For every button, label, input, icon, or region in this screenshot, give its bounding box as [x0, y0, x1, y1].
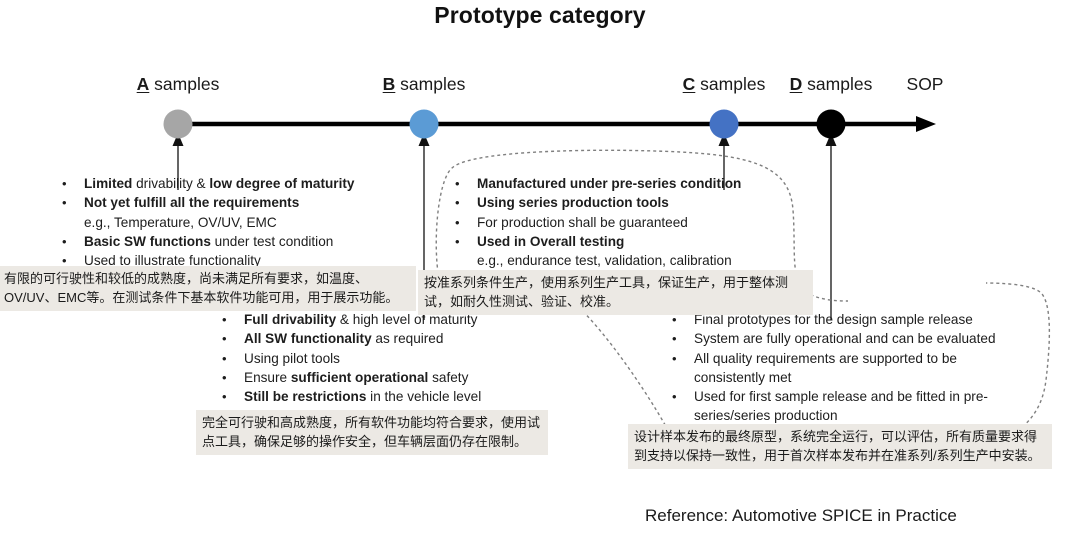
bullet-marker: •	[62, 195, 67, 211]
milestone-letter-c: C	[682, 74, 696, 94]
milestone-letter-a: A	[136, 74, 150, 94]
milestone-text-d: samples	[802, 74, 873, 94]
bullet-row: • Full drivability & high level of maturi…	[222, 310, 562, 329]
marker-d-samples	[816, 109, 846, 139]
bullet-marker: •	[222, 312, 227, 327]
bullet-row: • Using pilot tools	[222, 349, 562, 368]
bullet-marker: •	[455, 195, 460, 211]
translation-box-b-samples: 完全可行驶和高成熟度，所有软件功能均符合要求，使用试点工具，确保足够的操作安全，…	[196, 410, 548, 455]
milestone-label-d-samples: D samples	[790, 74, 873, 95]
milestone-letter-b: B	[382, 74, 396, 94]
bullet-row: • e.g., Temperature, OV/UV, EMC	[62, 213, 462, 232]
milestone-text-b: samples	[395, 74, 466, 94]
marker-c-samples	[709, 109, 739, 139]
bullet-row: • Using series production tools	[455, 193, 815, 212]
translation-box-c-samples: 按准系列条件生产，使用系列生产工具，保证生产，用于整体测试，如耐久性测试、验证、…	[418, 270, 813, 315]
milestone-letter-d: D	[789, 74, 803, 94]
bullet-row: • Final prototypes for the design sample …	[672, 310, 1042, 329]
page-title: Prototype category	[434, 2, 646, 28]
bullet-marker: •	[455, 214, 460, 230]
bullet-text: Not yet fulfill all the requirements	[84, 195, 300, 211]
bullet-marker: •	[62, 253, 67, 269]
marker-a-samples	[163, 109, 193, 139]
bullet-text: Basic SW functions under test condition	[84, 233, 334, 249]
bullet-text: Used to illustrate functionality	[84, 253, 261, 269]
bullet-marker: •	[222, 331, 227, 347]
bullet-row: • Basic SW functions under test condition	[62, 232, 462, 251]
bullet-row: • Limited drivability & low degree of mat…	[62, 174, 462, 193]
timeline-axis	[170, 116, 936, 132]
timeline-markers	[163, 109, 846, 139]
bullet-block-d-samples: • Final prototypes for the design sample …	[672, 310, 1042, 426]
bullet-row: •series/series production	[672, 406, 1042, 425]
bullet-marker: •	[672, 350, 677, 366]
bullet-row: • Used in Overall testing	[455, 232, 815, 251]
bullet-text: All SW functionality as required	[244, 331, 444, 347]
bullet-text: consistently met	[694, 369, 792, 385]
reference-note: Reference: Automotive SPICE in Practice	[645, 506, 957, 525]
bullet-text: Used in Overall testing	[477, 233, 625, 249]
bullet-text: Full drivability & high level of maturit…	[244, 312, 478, 327]
bullet-row: • All quality requirements are supported …	[672, 349, 1042, 368]
bullet-text: For production shall be guaranteed	[477, 214, 688, 230]
milestone-text-c: samples	[695, 74, 766, 94]
milestone-label-c-samples: C samples	[683, 74, 766, 95]
translation-box-a-samples: 有限的可行驶性和较低的成熟度，尚未满足所有要求，如温度、OV/UV、EMC等。在…	[0, 266, 416, 311]
bullet-block-a-samples: • Limited drivability & low degree of mat…	[62, 174, 462, 270]
bullet-text: series/series production	[694, 408, 838, 424]
bullet-text: Using series production tools	[477, 195, 669, 211]
bullet-marker: •	[62, 176, 67, 191]
bullet-marker: •	[672, 331, 677, 347]
bullet-row: • All SW functionality as required	[222, 329, 562, 348]
translation-box-d-samples: 设计样本发布的最终原型，系统完全运行，可以评估，所有质量要求得到支持以保持一致性…	[628, 424, 1052, 469]
bullet-row: • For production shall be guaranteed	[455, 213, 815, 232]
bullet-row: • System are fully operational and can be…	[672, 329, 1042, 348]
bullet-text: Final prototypes for the design sample r…	[694, 312, 973, 327]
milestone-label-sop: SOP	[907, 74, 944, 95]
milestone-text-a: samples	[149, 74, 220, 94]
milestone-text-sop: SOP	[906, 74, 944, 94]
bullet-text: System are fully operational and can be …	[694, 331, 996, 347]
bullet-text: e.g., endurance test, validation, calibr…	[477, 253, 732, 269]
milestone-label-b-samples: B samples	[383, 74, 466, 95]
bullet-marker: •	[222, 389, 227, 405]
bullet-row: •consistently met	[672, 368, 1042, 387]
bullet-marker: •	[455, 176, 460, 191]
bullet-row: • Ensure sufficient operational safety	[222, 368, 562, 387]
bullet-marker: •	[222, 369, 227, 385]
bullet-text: Using pilot tools	[244, 350, 340, 366]
bullet-text: Manufactured under pre-series condition	[477, 176, 742, 191]
milestone-label-a-samples: A samples	[137, 74, 220, 95]
bullet-text: Limited drivability & low degree of matu…	[84, 176, 355, 191]
bullet-text: Used for first sample release and be fit…	[694, 389, 988, 405]
bullet-text: Still be restrictions in the vehicle lev…	[244, 389, 482, 405]
bullet-text: e.g., Temperature, OV/UV, EMC	[84, 214, 277, 230]
bullet-marker: •	[672, 312, 677, 327]
bullet-text: Ensure sufficient operational safety	[244, 369, 469, 385]
bullet-marker: •	[222, 350, 227, 366]
bullet-row: • Used to illustrate functionality	[62, 251, 462, 270]
bullet-row: • Not yet fulfill all the requirements	[62, 193, 462, 212]
bullet-row: •e.g., endurance test, validation, calib…	[455, 251, 815, 270]
bullet-row: • Manufactured under pre-series condition	[455, 174, 815, 193]
bullet-marker: •	[455, 233, 460, 249]
bullet-marker: •	[672, 389, 677, 405]
bullet-marker: •	[62, 233, 67, 249]
bullet-row: • Used for first sample release and be fi…	[672, 387, 1042, 406]
bullet-row: • Still be restrictions in the vehicle le…	[222, 387, 562, 406]
bullet-block-b-samples: • Full drivability & high level of maturi…	[222, 310, 562, 406]
marker-b-samples	[409, 109, 439, 139]
bullet-text: All quality requirements are supported t…	[694, 350, 957, 366]
bullet-block-c-samples: • Manufactured under pre-series condition…	[455, 174, 815, 270]
